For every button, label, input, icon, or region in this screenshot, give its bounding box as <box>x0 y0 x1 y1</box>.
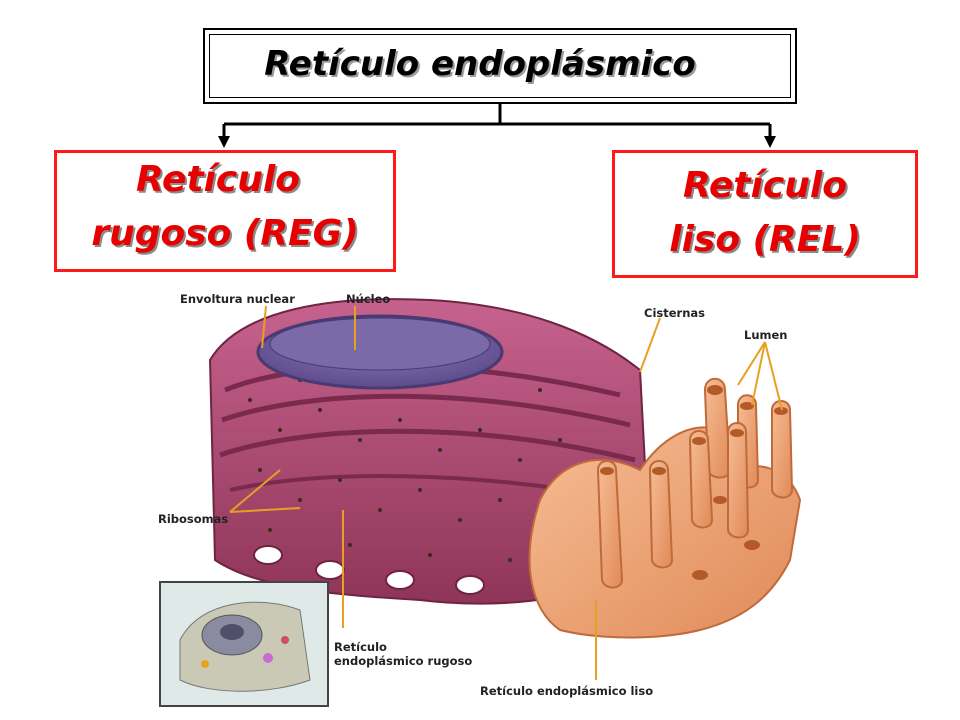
arrow-right-head <box>764 136 776 148</box>
label-cisterns: Cisternas <box>644 306 705 320</box>
cell-inset-image <box>159 581 329 707</box>
label-smooth-er: Retículo endoplásmico liso <box>480 684 654 698</box>
title-box <box>203 28 797 104</box>
rough-er-title-line1: Retículo <box>136 159 300 200</box>
pointer-arrows <box>229 305 783 680</box>
label-rough-er-line2: endoplásmico rugoso <box>334 654 473 668</box>
diagram-title: Retículo endoplásmico <box>264 44 696 84</box>
label-lumen: Lumen <box>744 328 788 342</box>
label-rough-er-line1: Retículo <box>334 640 387 654</box>
label-nucleus: Núcleo <box>346 292 391 306</box>
arrow-left-head <box>218 136 230 148</box>
smooth-er-illustration <box>528 377 802 639</box>
label-ribosomes: Ribosomas <box>158 512 229 526</box>
nucleus-illustration <box>256 314 504 390</box>
smooth-er-box: Retículo liso (REL) <box>612 150 918 278</box>
smooth-er-title-line1: Retículo <box>683 165 847 206</box>
rough-er-title-line2: rugoso (REG) <box>91 213 359 254</box>
smooth-er-title-line2: liso (REL) <box>669 219 861 260</box>
rough-er-box: Retículo rugoso (REG) <box>54 150 396 272</box>
label-nuclear-envelope: Envoltura nuclear <box>180 292 295 306</box>
